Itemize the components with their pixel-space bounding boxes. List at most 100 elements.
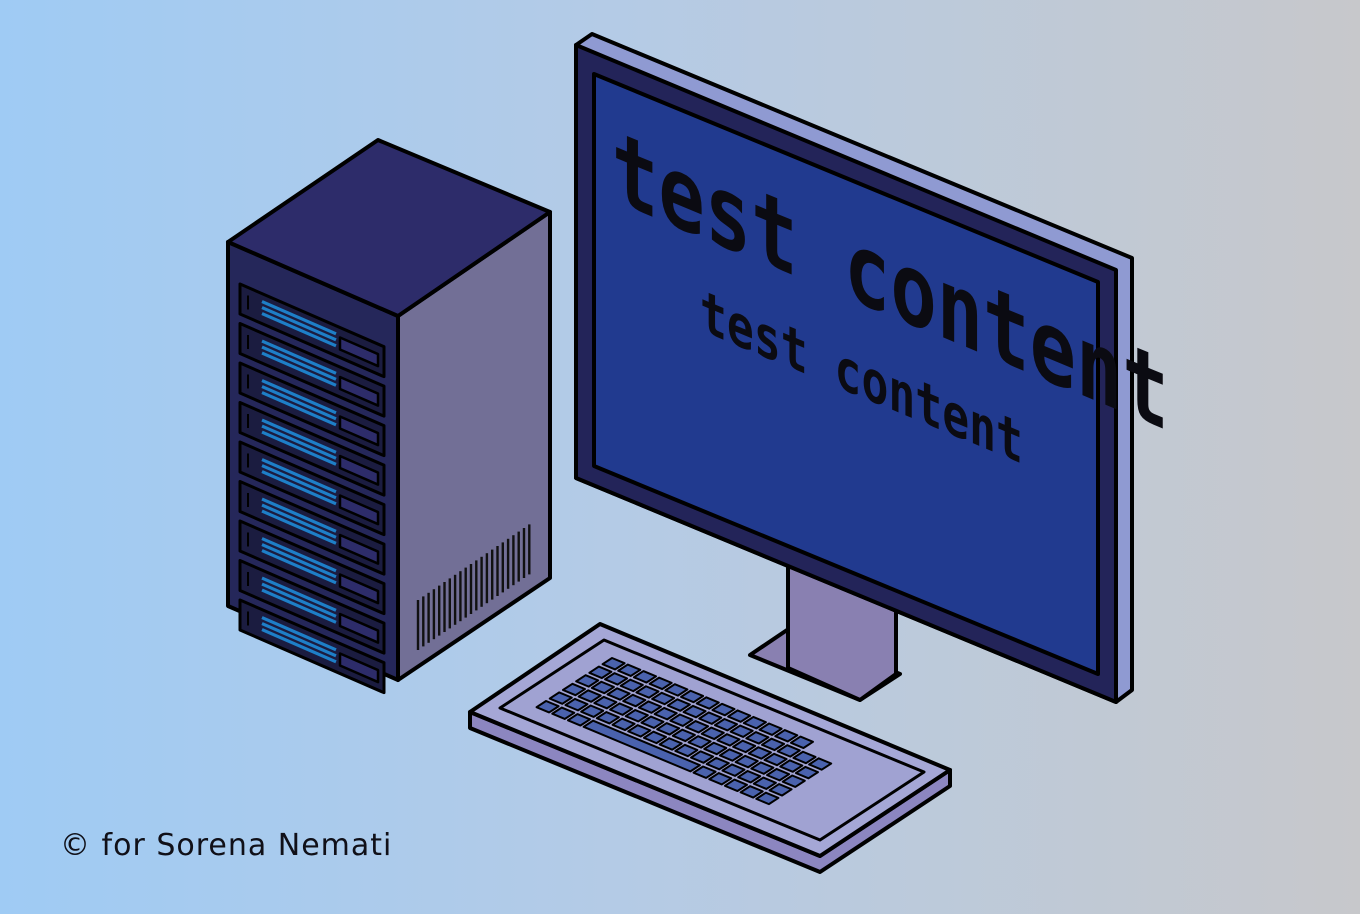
keyboard-key — [601, 656, 626, 671]
keyboard-key — [611, 717, 636, 732]
keyboard-key — [761, 737, 786, 752]
keyboard-key — [593, 695, 618, 710]
keyboard-key — [776, 744, 801, 758]
keyboard-key — [739, 785, 764, 799]
keyboard-key — [595, 711, 620, 725]
keyboard-key — [637, 700, 662, 714]
keyboard-key — [705, 756, 730, 771]
keyboard-key — [588, 665, 613, 680]
keyboard-key — [745, 731, 770, 745]
keyboard-key — [627, 724, 652, 738]
keyboard-key — [680, 689, 705, 704]
keyboard-key — [750, 761, 775, 775]
drive-bay — [238, 480, 386, 576]
keyboard-key — [651, 691, 676, 706]
drive-bay — [238, 282, 386, 379]
keyboard-key — [737, 769, 762, 784]
monitor-screen — [592, 72, 1100, 676]
drive-bay — [238, 440, 386, 537]
keyboard-key — [774, 729, 799, 743]
keyboard-key — [577, 689, 602, 703]
keyboard-key — [789, 735, 814, 750]
keyboard-key — [653, 706, 678, 721]
keyboard-key — [604, 672, 629, 686]
keyboard-key — [564, 697, 589, 712]
keyboard-key — [700, 726, 725, 741]
keyboard-key — [755, 791, 780, 806]
keyboard-key — [535, 699, 560, 714]
keyboard-key — [632, 670, 657, 684]
keyboard-key — [635, 685, 660, 699]
keyboard-key — [609, 702, 634, 716]
server-tower — [226, 138, 552, 695]
keyboard-key — [794, 765, 819, 780]
keyboard-key — [640, 715, 665, 729]
keyboard-key — [669, 713, 694, 727]
keyboard-key — [617, 663, 642, 677]
keyboard-key — [723, 778, 748, 793]
keyboard-key — [561, 682, 586, 697]
keyboard-key — [690, 750, 715, 764]
keyboard-key — [642, 730, 667, 745]
keyboard-key — [698, 711, 723, 725]
keyboard-key — [763, 752, 788, 767]
keyboard-key — [666, 698, 691, 712]
keyboard-key — [742, 715, 767, 730]
keyboard-key — [548, 691, 573, 705]
keyboard-key — [580, 704, 605, 718]
keyboard-key — [758, 722, 783, 736]
keyboard-key — [729, 724, 754, 738]
drive-bays — [238, 282, 386, 695]
keyboard-key — [687, 735, 712, 749]
keyboard-key — [727, 709, 752, 723]
drive-bay — [238, 598, 386, 695]
keyboard-key — [682, 704, 707, 719]
keyboard-key — [779, 759, 804, 773]
tower-vent — [416, 524, 531, 650]
drive-bay — [238, 322, 386, 418]
tower-top-face — [226, 138, 552, 318]
keyboard-key — [721, 763, 746, 777]
keyboard-key — [622, 693, 647, 708]
keyboard-key — [703, 741, 728, 756]
keyboard-keys — [535, 656, 833, 806]
keyboard-key — [692, 765, 717, 779]
keyboard-key — [624, 708, 649, 723]
keyboard-key — [752, 776, 777, 790]
keyboard-key — [658, 737, 683, 751]
copyright-text: © for Sorena Nemati — [60, 828, 393, 863]
drive-bay — [238, 401, 386, 497]
keyboard-key — [695, 696, 720, 710]
drive-bay — [238, 519, 386, 616]
keyboard-key — [747, 746, 772, 760]
keyboard-key — [781, 774, 806, 788]
keyboard-key — [664, 683, 689, 697]
keyboard-key — [768, 783, 793, 797]
keyboard-key — [674, 743, 699, 758]
keyboard-key — [718, 748, 743, 762]
keyboard-key — [808, 757, 833, 771]
keyboard-key — [716, 733, 741, 747]
keyboard-key — [734, 754, 759, 769]
keyboard-key — [766, 767, 791, 782]
keyboard-key — [708, 772, 733, 786]
drive-bay — [238, 559, 386, 655]
keyboard-key — [606, 687, 631, 701]
monitor — [574, 32, 1134, 704]
keyboard-key — [590, 680, 615, 695]
keyboard-key — [732, 739, 757, 754]
keyboard — [468, 622, 952, 874]
keyboard-key — [713, 717, 738, 732]
keyboard-key — [551, 706, 576, 720]
keyboard-key — [656, 722, 681, 736]
keyboard-key — [792, 750, 817, 765]
keyboard-key — [619, 678, 644, 693]
drive-bay — [238, 361, 386, 458]
keyboard-key — [671, 728, 696, 743]
keyboard-spacebar — [582, 719, 701, 773]
keyboard-key — [711, 702, 736, 717]
keyboard-key — [575, 674, 600, 688]
keyboard-key — [566, 713, 591, 727]
keyboard-key — [685, 720, 710, 734]
